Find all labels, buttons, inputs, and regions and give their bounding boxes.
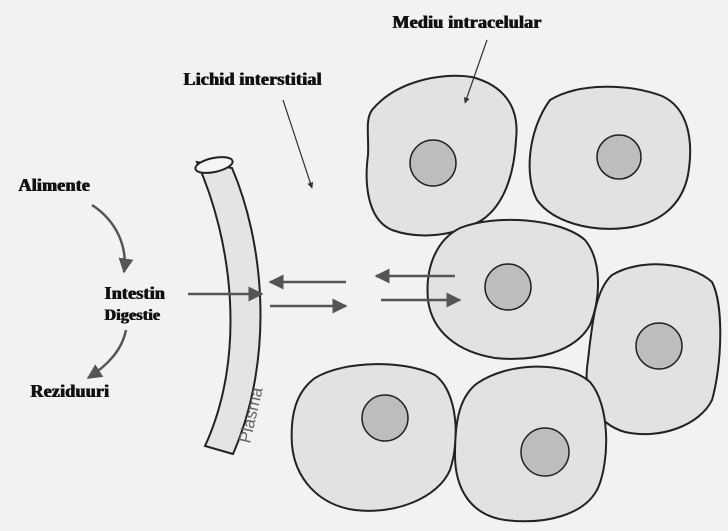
cell-6 [453,365,608,523]
nucleus [409,139,457,187]
nucleus [361,394,409,442]
nucleus [635,322,683,370]
cell-1 [365,74,518,237]
cell-2 [528,85,692,230]
label-mediu-intracelular: Mediu intracelular [392,12,542,32]
nucleus [520,427,570,477]
cell-3 [426,218,599,360]
nucleus [484,263,532,311]
label-intestin: Intestin [104,283,165,303]
label-digestie: Digestie [104,307,160,324]
nucleus [596,134,642,180]
cell-5 [290,363,457,512]
label-lichid-interstitial: Lichid interstitial [183,69,322,89]
arrow-alimente-to-intestin [91,203,134,274]
pointer-arrow-mediu-intracelular [463,39,488,104]
pointer-arrow-lichid-interstitial [282,99,314,189]
cell-4 [585,263,722,436]
label-alimente: Alimente [18,175,90,195]
arrow-digestie-to-reziduuri [86,329,128,380]
label-reziduuri: Reziduuri [30,381,109,401]
plasma-vessel [194,156,262,456]
